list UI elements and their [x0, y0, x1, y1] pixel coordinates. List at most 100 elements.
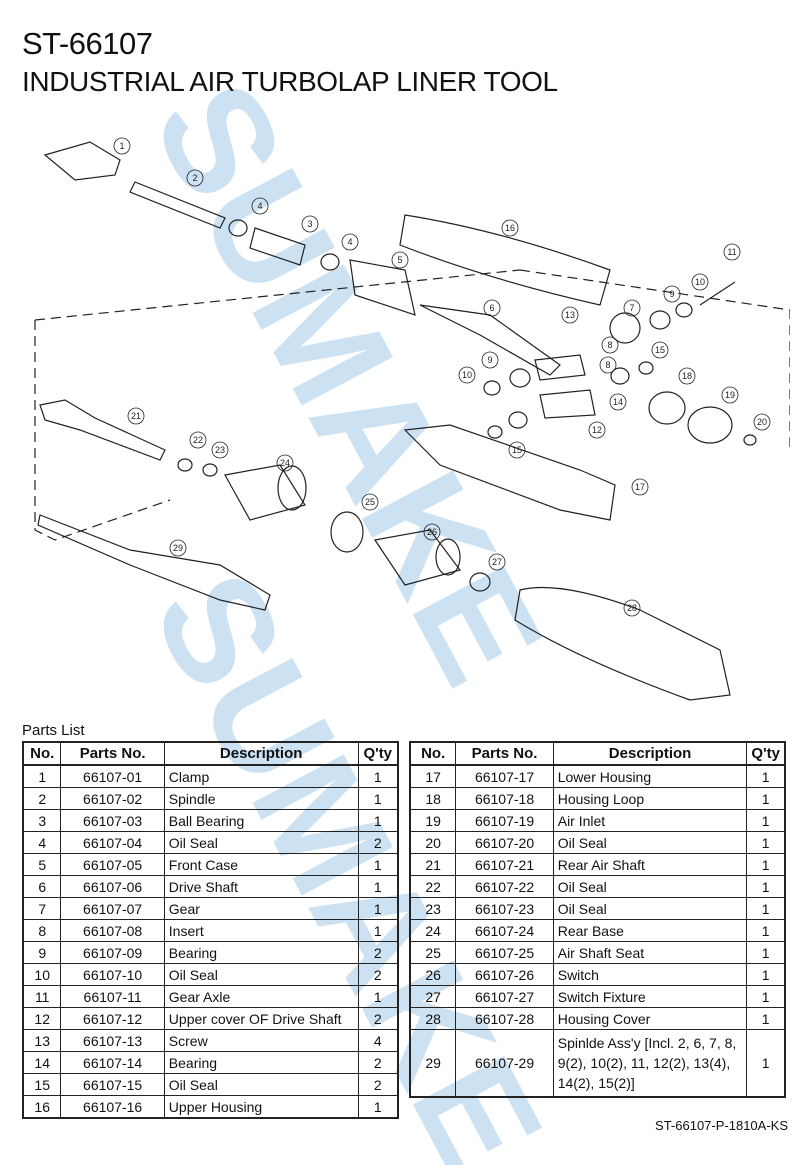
cell-no: 23 [409, 897, 457, 920]
model-number: ST-66107 [22, 26, 153, 61]
cell-description: Front Case [163, 853, 359, 876]
cell-description: Spindle [163, 787, 359, 810]
part-lower-housing [403, 424, 616, 521]
part-front-case [349, 259, 416, 316]
cell-no: 15 [22, 1073, 62, 1096]
cell-description: Oil Seal [163, 831, 359, 854]
cell-description: Bearing [163, 1051, 359, 1074]
callout-number: 24 [280, 458, 290, 468]
part-gear-axle [699, 281, 736, 306]
callout-number: 15 [655, 345, 665, 355]
cell-description: Oil Seal [163, 1073, 359, 1096]
cell-qty: 2 [357, 1007, 399, 1030]
callout-number: 21 [131, 411, 141, 421]
cell-part-no: 66107-18 [455, 787, 554, 810]
cell-part-no: 66107-02 [60, 787, 165, 810]
cell-no: 11 [22, 985, 62, 1008]
cell-no: 12 [22, 1007, 62, 1030]
part-drive-shaft [419, 304, 561, 376]
parts-list-title: Parts List [22, 722, 85, 739]
callout-number: 25 [365, 497, 375, 507]
cell-part-no: 66107-07 [60, 897, 165, 920]
cell-no: 17 [409, 764, 457, 788]
callout-number: 22 [193, 435, 203, 445]
cell-part-no: 66107-15 [60, 1073, 165, 1096]
cell-part-no: 66107-01 [60, 764, 165, 788]
cell-part-no: 66107-19 [455, 809, 554, 832]
cell-description: Oil Seal [552, 897, 748, 920]
callout-number: 7 [629, 303, 634, 313]
callout-number: 20 [757, 417, 767, 427]
col-header-qty: Q'ty [746, 741, 786, 766]
cell-no: 22 [409, 875, 457, 898]
cell-description: Upper Housing [163, 1095, 359, 1119]
callout-number: 16 [505, 223, 515, 233]
part-housing-cover [514, 586, 731, 701]
cell-qty: 1 [357, 853, 399, 876]
col-header-description: Description [163, 741, 359, 766]
cell-no: 2 [22, 787, 62, 810]
cell-part-no: 66107-09 [60, 941, 165, 964]
part-switch [373, 529, 462, 586]
part-bearing [649, 310, 671, 330]
part-switch-end [435, 538, 461, 576]
callout-number: 8 [607, 340, 612, 350]
cell-no: 18 [409, 787, 457, 810]
cell-description: Screw [163, 1029, 359, 1052]
callout-number: 19 [725, 390, 735, 400]
assembly-dash-line-top [34, 269, 521, 321]
cell-part-no: 66107-26 [455, 963, 554, 986]
col-header-part-no: Parts No. [455, 741, 554, 766]
cell-no: 27 [409, 985, 457, 1008]
callout-number: 10 [462, 370, 472, 380]
cell-qty: 1 [746, 1007, 786, 1030]
cell-qty: 1 [357, 897, 399, 920]
part-spindle-assembly [37, 514, 271, 611]
cell-no: 6 [22, 875, 62, 898]
callout-number: 4 [257, 201, 262, 211]
part-upper-cover [534, 354, 586, 381]
cell-part-no: 66107-28 [455, 1007, 554, 1030]
callout-number: 17 [635, 482, 645, 492]
part-gear [609, 312, 641, 344]
cell-qty: 1 [746, 897, 786, 920]
cell-no: 13 [22, 1029, 62, 1052]
callout-number: 27 [492, 557, 502, 567]
cell-qty: 1 [746, 809, 786, 832]
callout-number: 8 [605, 360, 610, 370]
product-name: INDUSTRIAL AIR TURBOLAP LINER TOOL [22, 66, 558, 97]
cell-no: 16 [22, 1095, 62, 1119]
cell-description: Clamp [163, 764, 359, 788]
part-upper-housing [399, 214, 611, 306]
cell-no: 26 [409, 963, 457, 986]
cell-no: 25 [409, 941, 457, 964]
cell-no: 19 [409, 809, 457, 832]
cell-part-no: 66107-24 [455, 919, 554, 942]
cell-description: Gear Axle [163, 985, 359, 1008]
part-bearing [509, 368, 531, 388]
cell-description: Lower Housing [552, 764, 748, 788]
callout-number: 12 [592, 425, 602, 435]
cell-no: 20 [409, 831, 457, 854]
part-rear-base [224, 464, 306, 521]
cell-no: 10 [22, 963, 62, 986]
part-ball-bearing [249, 227, 306, 266]
cell-description: Drive Shaft [163, 875, 359, 898]
callout-number: 3 [307, 219, 312, 229]
document-code: ST-66107-P-1810A-KS [655, 1118, 788, 1133]
col-header-no: No. [409, 741, 457, 766]
